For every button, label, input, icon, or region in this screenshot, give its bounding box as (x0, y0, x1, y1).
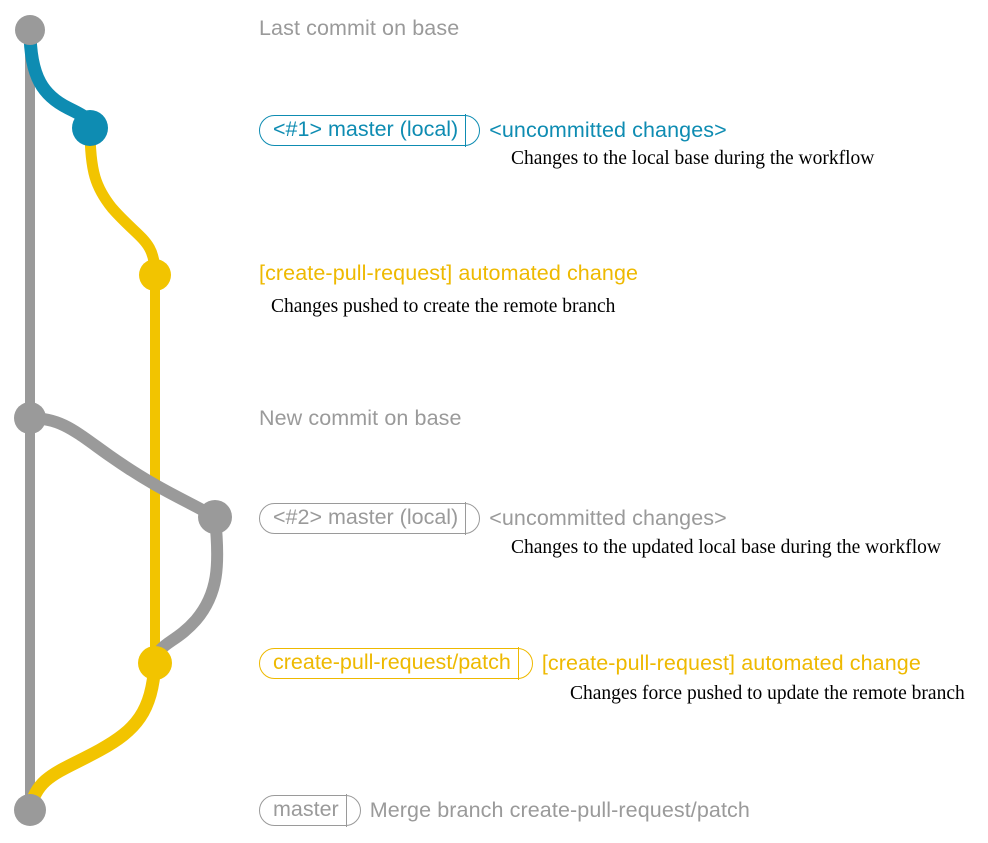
commit-headline-base-new: New commit on base (259, 406, 462, 430)
commit-note-local-1: Changes to the local base during the wor… (511, 148, 875, 169)
commit-headline-remote-update: [create-pull-request] automated change (541, 651, 921, 675)
commit-label-base-last: Last commit on base (259, 16, 459, 41)
branch-badge-local-1-text: <#1> master (local) (273, 116, 459, 141)
branch-badge-remote-update[interactable]: create-pull-request/patch (259, 647, 533, 680)
commit-node-base-new[interactable] (14, 402, 46, 434)
branch-badge-master[interactable]: master (259, 794, 361, 827)
commit-note-remote-create: Changes pushed to create the remote bran… (271, 296, 616, 317)
commit-node-base-last[interactable] (15, 15, 45, 45)
commit-label-base-merge: master Merge branch create-pull-request/… (259, 794, 750, 827)
commit-label-remote-create: [create-pull-request] automated change (259, 261, 638, 286)
branch-badge-local-1[interactable]: <#1> master (local) (259, 114, 481, 147)
commit-headline-remote-create: [create-pull-request] automated change (259, 261, 639, 285)
branch-badge-local-2-text: <#2> master (local) (273, 504, 459, 529)
commit-label-remote-update: create-pull-request/patch [create-pull-r… (259, 647, 921, 680)
merge-line (23, 656, 162, 817)
remote-branch-line-1 (84, 122, 161, 281)
commit-headline-base-last: Last commit on base (259, 16, 460, 40)
branch-badge-remote-update-text: create-pull-request/patch (273, 649, 511, 674)
commit-note-remote-update: Changes force pushed to update the remot… (570, 683, 965, 704)
commit-label-base-new: New commit on base (259, 406, 462, 431)
commit-headline-local-2: <uncommitted changes> (489, 506, 727, 530)
local-branch-line-2 (24, 412, 221, 523)
commit-node-base-merge[interactable] (14, 794, 46, 826)
commit-node-local-2[interactable] (198, 500, 232, 534)
branch-badge-master-text: master (273, 796, 339, 821)
branch-badge-local-2[interactable]: <#2> master (local) (259, 502, 481, 535)
commit-node-local-1[interactable] (72, 110, 108, 146)
commit-headline-local-1: <uncommitted changes> (489, 118, 727, 142)
commit-node-remote-create[interactable] (139, 259, 171, 291)
commit-headline-base-merge: Merge branch create-pull-request/patch (369, 798, 750, 822)
commit-label-local-2: <#2> master (local) <uncommitted changes… (259, 502, 727, 535)
commit-label-local-1: <#1> master (local) <uncommitted changes… (259, 114, 727, 147)
commit-node-remote-update[interactable] (138, 646, 172, 680)
commit-note-local-2: Changes to the updated local base during… (511, 537, 941, 558)
